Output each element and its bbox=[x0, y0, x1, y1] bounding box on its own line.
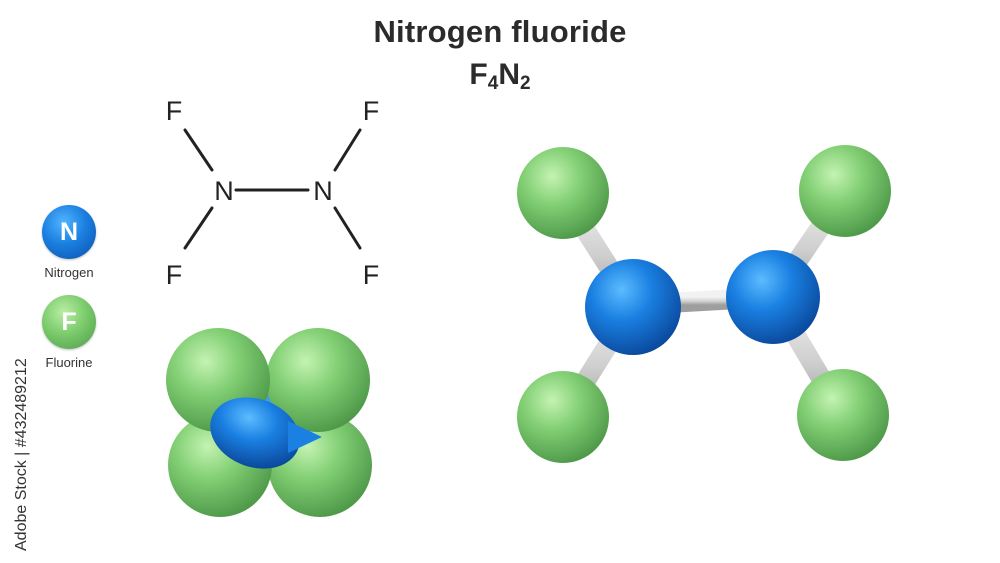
bond-f2-n1 bbox=[183, 206, 214, 250]
sf-fluorine-top-right bbox=[266, 328, 370, 432]
space-filling-model bbox=[166, 328, 372, 517]
atom-label-f1: F bbox=[166, 96, 183, 126]
watermark-text: Adobe Stock | #432489212 bbox=[13, 358, 30, 551]
atom-label-f3: F bbox=[363, 96, 380, 126]
nitrogen-legend-label: Nitrogen bbox=[44, 265, 94, 280]
bs-fluorine-bottom-left bbox=[517, 371, 609, 463]
atom-label-n1: N bbox=[214, 176, 234, 206]
molecule-title: Nitrogen fluoride bbox=[373, 14, 627, 49]
bs-fluorine-top-left bbox=[517, 147, 609, 239]
formula-n: N bbox=[498, 58, 520, 91]
formula-f-count: 4 bbox=[487, 73, 499, 94]
fluorine-legend-ball: F bbox=[42, 295, 96, 349]
atom-label-n2: N bbox=[313, 176, 333, 206]
legend-fluorine: F Fluorine bbox=[34, 295, 104, 370]
atom-label-f4: F bbox=[363, 260, 380, 290]
structural-formula: F N F F N F bbox=[166, 96, 380, 290]
nitrogen-legend-ball: N bbox=[42, 205, 96, 259]
sf-nitrogen-front bbox=[210, 397, 300, 469]
bond-f3-n2 bbox=[333, 128, 362, 172]
bs-nitrogen-left bbox=[585, 259, 681, 355]
ball-and-stick-model bbox=[517, 145, 891, 463]
bs-nitrogen-right bbox=[726, 250, 820, 344]
sf-nitrogen-edge bbox=[288, 421, 322, 453]
bond-f1-n1 bbox=[183, 128, 214, 172]
stock-watermark: Adobe Stock | #432489212 bbox=[13, 358, 30, 551]
bond-f4-n2 bbox=[333, 206, 362, 250]
formula-f: F bbox=[469, 58, 488, 91]
structural-bonds bbox=[183, 128, 362, 250]
bs-fluorine-bottom-right bbox=[797, 369, 889, 461]
molecular-formula: F4N2 bbox=[0, 58, 1000, 95]
atom-label-f2: F bbox=[166, 260, 183, 290]
bs-fluorine-top-right bbox=[799, 145, 891, 237]
legend-nitrogen: N Nitrogen bbox=[34, 205, 104, 280]
formula-n-count: 2 bbox=[520, 73, 531, 94]
fluorine-legend-label: Fluorine bbox=[45, 355, 93, 370]
